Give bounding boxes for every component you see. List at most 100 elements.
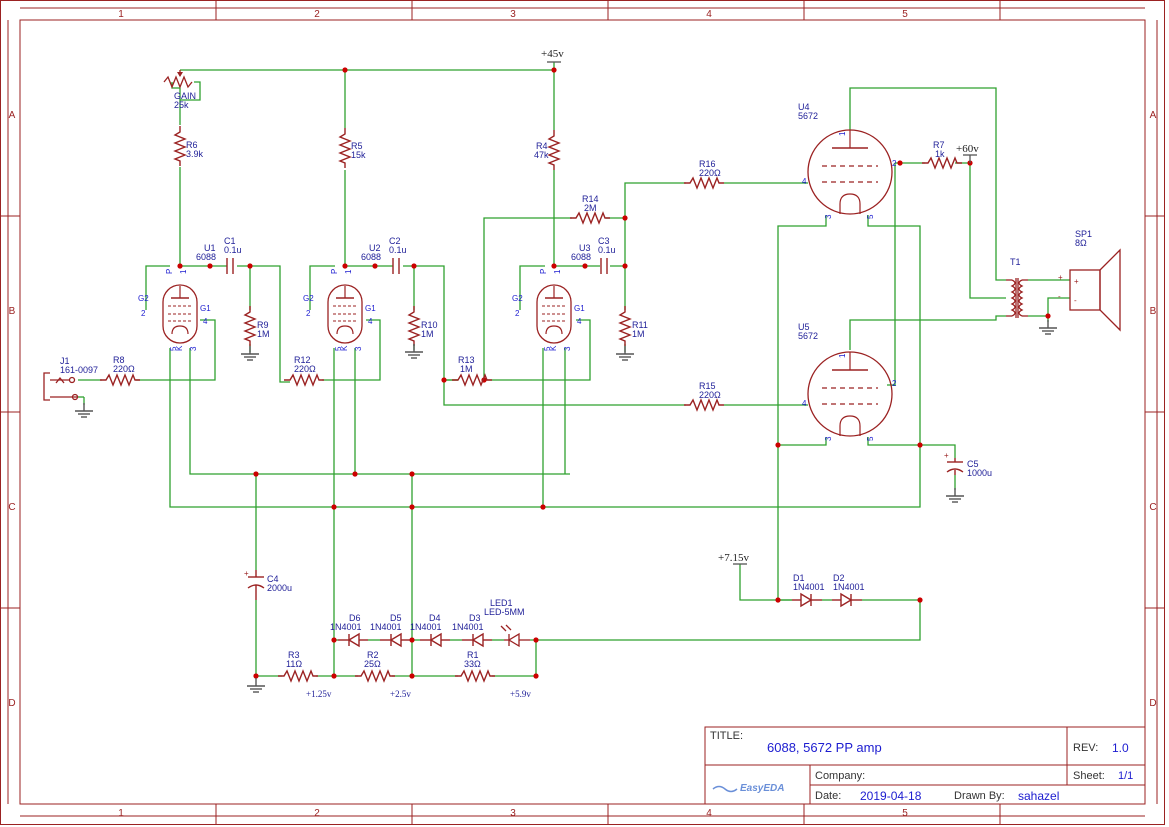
col-label-1b: 1	[118, 808, 124, 819]
r6-ref: R6	[186, 140, 198, 150]
col-label-5: 5	[902, 9, 908, 20]
svg-text:G2: G2	[512, 294, 523, 303]
ground-r9	[240, 345, 260, 361]
r3-resistor	[277, 670, 319, 682]
power-715v: +7.15v	[718, 552, 749, 564]
d3-diode	[461, 633, 493, 647]
c5-ref: C5	[967, 459, 979, 469]
r2-ref: R2	[367, 650, 379, 660]
r3-val: 11Ω	[286, 659, 302, 669]
svg-text:3: 3	[189, 346, 198, 351]
svg-text:5: 5	[334, 346, 343, 351]
gain-potentiometer	[163, 70, 193, 89]
d1-val: 1N4001	[793, 582, 825, 592]
col-label-1: 1	[118, 9, 124, 20]
col-label-5b: 5	[902, 808, 908, 819]
ground-t1	[1038, 319, 1058, 335]
u4-ref: U4	[798, 102, 810, 112]
r7-ref: R7	[933, 140, 945, 150]
j1-jack	[43, 372, 79, 401]
svg-text:K: K	[175, 345, 184, 351]
d6-ref: D6	[349, 613, 361, 623]
r15-val: 220Ω	[699, 390, 721, 400]
drawn-label: Drawn By:	[954, 790, 1005, 802]
r8-resistor	[99, 374, 141, 386]
r6-resistor	[174, 125, 186, 167]
row-label-a: A	[9, 110, 16, 121]
u3-tube	[536, 284, 572, 344]
r12-ref: R12	[294, 355, 311, 365]
svg-text:2: 2	[306, 309, 311, 318]
svg-text:+: +	[1074, 277, 1079, 286]
drawn-by-value: sahazel	[1018, 789, 1059, 803]
svg-text:4: 4	[802, 177, 807, 186]
company-label: Company:	[815, 770, 865, 782]
u1-ref: U1	[204, 243, 216, 253]
r3-ref: R3	[288, 650, 300, 660]
u3-val: 6088	[571, 252, 591, 262]
r11-resistor	[619, 305, 631, 347]
r8-val: 220Ω	[113, 364, 135, 374]
gain-ref: GAIN	[174, 91, 196, 101]
page-title: 6088, 5672 PP amp	[767, 740, 882, 755]
svg-text:-: -	[1058, 292, 1061, 301]
u2-ref: U2	[369, 243, 381, 253]
wires	[78, 62, 1070, 677]
r1-resistor	[454, 670, 496, 682]
u1-tube	[162, 284, 198, 344]
r15-ref: R15	[699, 381, 716, 391]
svg-text:G1: G1	[365, 304, 376, 313]
frame-labels: 1 2 3 4 5 1 2 3 4 5 A B C D A B C D	[8, 9, 1156, 819]
col-label-2: 2	[314, 9, 320, 20]
svg-text:5: 5	[169, 346, 178, 351]
r16-ref: R16	[699, 159, 716, 169]
d6-diode	[337, 633, 369, 647]
u2-tube	[327, 284, 363, 344]
u2-val: 6088	[361, 252, 381, 262]
power-59v: +5.9v	[510, 689, 531, 699]
svg-text:1: 1	[838, 353, 847, 358]
svg-text:4: 4	[577, 317, 582, 326]
r14-resistor	[569, 212, 611, 224]
svg-text:1: 1	[344, 269, 353, 274]
svg-text:+: +	[244, 569, 249, 578]
d2-diode	[831, 593, 863, 607]
svg-text:1: 1	[838, 131, 847, 136]
r5-val: 15k	[351, 150, 366, 160]
svg-text:4: 4	[203, 317, 208, 326]
row-label-c-r: C	[1149, 502, 1156, 513]
ground-j1	[74, 402, 94, 418]
u3-ref: U3	[579, 243, 591, 253]
svg-text:4: 4	[368, 317, 373, 326]
d1-ref: D1	[793, 573, 805, 583]
r2-val: 25Ω	[364, 659, 381, 669]
svg-text:G1: G1	[574, 304, 585, 313]
power-25v: +2.5v	[390, 689, 411, 699]
r16-resistor	[683, 177, 725, 189]
svg-text:-: -	[1074, 296, 1077, 305]
power-125v: +1.25v	[306, 689, 332, 699]
d2-ref: D2	[833, 573, 845, 583]
pin-labels: P 1 G2 2 G1 4 5 K 3 P 1 G2 2 G1 4 5 K 3 …	[138, 131, 1079, 578]
r4-resistor	[548, 129, 560, 171]
ground-r11	[615, 345, 635, 361]
r5-ref: R5	[351, 141, 363, 151]
svg-text:5: 5	[866, 214, 875, 219]
r4-ref: R4	[536, 141, 548, 151]
title-label: TITLE:	[710, 730, 743, 742]
j1-ref: J1	[60, 356, 70, 366]
col-label-4: 4	[706, 9, 712, 20]
component-labels: GAIN 25k R6 3.9k R5 15k R4 47k R14 2M R1…	[60, 91, 1092, 669]
c3-ref: C3	[598, 236, 610, 246]
d2-val: 1N4001	[833, 582, 865, 592]
c2-val: 0.1u	[389, 245, 407, 255]
svg-text:5: 5	[866, 436, 875, 441]
c5-capacitor	[946, 458, 964, 475]
row-label-b: B	[9, 306, 16, 317]
c4-val: 2000u	[267, 583, 292, 593]
col-label-3b: 3	[510, 808, 516, 819]
svg-text:5: 5	[543, 346, 552, 351]
col-label-4b: 4	[706, 808, 712, 819]
d4-ref: D4	[429, 613, 441, 623]
